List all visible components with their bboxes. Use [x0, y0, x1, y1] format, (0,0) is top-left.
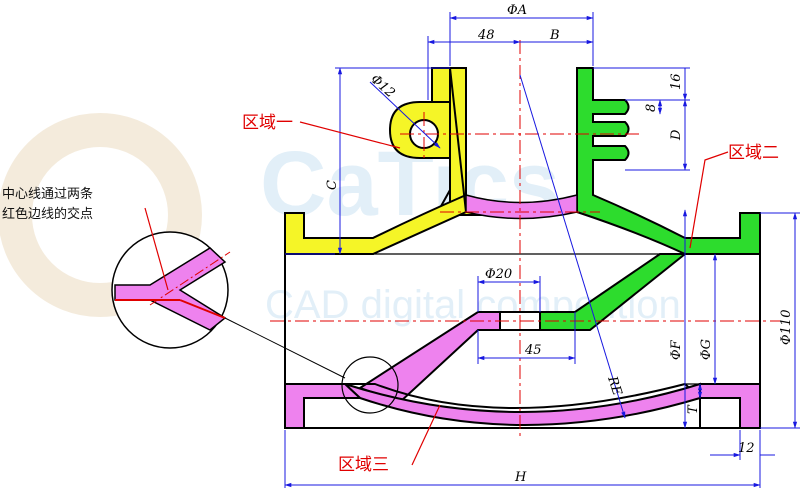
dim-d: D	[669, 129, 684, 141]
dim-h: H	[514, 470, 527, 485]
leader-lines	[144, 121, 729, 466]
dim-c: C	[325, 180, 340, 190]
dim-45: 45	[524, 343, 542, 358]
dim-b: B	[549, 28, 560, 43]
label-region-two: 区域二	[728, 143, 779, 163]
dim-phi-g: ΦG	[699, 339, 714, 360]
note-line-two: 红色边线的交点	[2, 206, 93, 222]
region-labels: 区域一 区域二 区域三 中心线通过两条 红色边线的交点	[2, 113, 779, 475]
dim-48: 48	[477, 28, 495, 43]
note-line-one: 中心线通过两条	[2, 186, 93, 202]
dim-8: 8	[644, 104, 659, 112]
label-region-three: 区域三	[338, 455, 389, 475]
dimension-lines	[284, 12, 800, 488]
dim-16: 16	[669, 73, 684, 90]
dim-re: RE	[604, 374, 625, 398]
dim-phi20: Φ20	[485, 267, 512, 282]
detail-source-circle	[341, 356, 399, 414]
label-region-one: 区域一	[242, 113, 293, 133]
dim-12: 12	[738, 441, 755, 456]
dim-t: T	[686, 404, 701, 414]
centerlines	[270, 40, 780, 440]
dim-phi110: Φ110	[779, 310, 794, 345]
dim-phi-f: ΦF	[669, 339, 684, 360]
detail-callout	[111, 231, 399, 414]
dim-phi12: Φ12	[367, 72, 397, 101]
dim-phi-a: ΦA	[507, 3, 527, 18]
watermark-logo-ring	[0, 113, 202, 317]
